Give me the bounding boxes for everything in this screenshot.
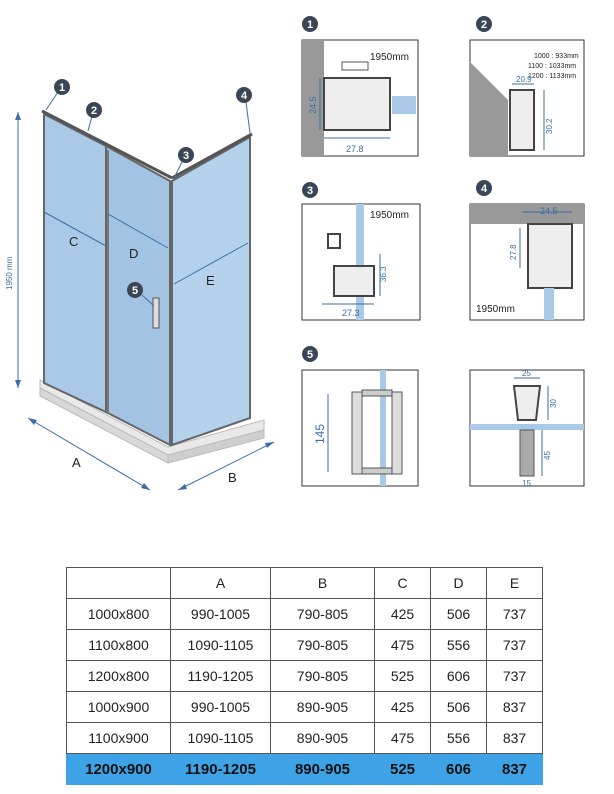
detail-6-dim-v1: 30: [549, 399, 558, 408]
detail-2-badge: 2: [481, 19, 487, 31]
detail-3-dim-v: 36.3: [379, 266, 388, 282]
table-cell: 1100x900: [66, 722, 171, 754]
table-cell: 1200x900: [66, 753, 171, 785]
detail-5-dim-v: 145: [313, 424, 327, 444]
table-header: C: [374, 567, 431, 599]
table-cell: 1090-1105: [170, 629, 271, 661]
table-row: 1100x800 1090-1105 790-805 475 556 737: [66, 629, 543, 661]
table-header: D: [430, 567, 487, 599]
detail-6-handle-knob: 25 30 45 15: [469, 369, 585, 488]
table-cell: 790-805: [270, 629, 375, 661]
table-row: 1200x800 1190-1205 790-805 525 606 737: [66, 660, 543, 692]
detail-3-corner-profile: 3 1950mm 36.3 27.3: [301, 182, 421, 321]
detail-5-handle-side: 5 145: [301, 346, 419, 487]
table-cell: 837: [486, 691, 543, 723]
detail-4-side-wall-profile: 4 24.5 27.8 1950mm: [469, 180, 585, 321]
table-cell: 506: [430, 691, 487, 723]
table-row: 1000x900 990-1005 890-905 425 506 837: [66, 691, 543, 723]
detail-5-badge: 5: [307, 349, 313, 361]
detail-4-dim-v: 27.8: [509, 244, 518, 260]
dim-label-a: A: [72, 455, 81, 470]
dim-label-b: B: [228, 470, 237, 485]
detail-4-badge: 4: [481, 183, 488, 195]
dim-label-c: C: [69, 234, 78, 249]
table-cell: 790-805: [270, 660, 375, 692]
callout-3: 3: [183, 150, 189, 162]
size-table: A B C D E 1000x800 990-1005 790-805 425 …: [66, 567, 543, 785]
detail-2-size-3: 1200 : 1133mm: [528, 73, 576, 80]
table-cell: 425: [374, 598, 431, 630]
detail-1-badge: 1: [307, 19, 313, 31]
table-header: B: [270, 567, 375, 599]
table-cell: 790-805: [270, 598, 375, 630]
detail-3-height-label: 1950mm: [370, 210, 409, 221]
table-cell: 525: [374, 753, 431, 785]
detail-1-dim-v: 24.5: [308, 96, 318, 114]
detail-4-dim-h: 24.5: [540, 206, 558, 216]
shower-enclosure-diagram: 1950 mm A B C D E 1 2 3 4 5: [5, 79, 275, 491]
table-cell: 990-1005: [170, 598, 271, 630]
dim-label-d: D: [129, 246, 138, 261]
table-cell: 475: [374, 629, 431, 661]
callout-4: 4: [241, 90, 248, 102]
table-header-row: A B C D E: [66, 567, 543, 599]
table-header: E: [486, 567, 543, 599]
fixed-glass-panel-left: [43, 112, 107, 414]
table-cell: 737: [486, 598, 543, 630]
table-header: A: [170, 567, 271, 599]
table-cell: 1200x800: [66, 660, 171, 692]
table-cell: 737: [486, 660, 543, 692]
table-header: [66, 567, 171, 599]
table-cell: 990-1005: [170, 691, 271, 723]
table-cell: 837: [486, 722, 543, 754]
table-row: 1100x900 1090-1105 890-905 475 556 837: [66, 722, 543, 754]
table-cell: 556: [430, 722, 487, 754]
table-cell: 1000x900: [66, 691, 171, 723]
table-cell: 506: [430, 598, 487, 630]
detail-2-size-1: 1000 : 933mm: [534, 53, 579, 60]
detail-1-wall-profile: 1 1950mm 24.5 27.8: [301, 16, 419, 157]
table-cell: 890-905: [270, 753, 375, 785]
table-cell: 606: [430, 660, 487, 692]
dim-label-e: E: [206, 273, 215, 288]
table-cell: 890-905: [270, 691, 375, 723]
table-cell: 556: [430, 629, 487, 661]
table-cell: 1000x800: [66, 598, 171, 630]
detail-3-dim-h: 27.3: [342, 308, 360, 318]
detail-2-size-2: 1100 : 1033mm: [528, 63, 576, 70]
detail-1-dim-h: 27.8: [346, 144, 364, 154]
detail-4-height-label: 1950mm: [476, 304, 515, 315]
table-cell: 890-905: [270, 722, 375, 754]
table-cell: 737: [486, 629, 543, 661]
table-cell: 837: [486, 753, 543, 785]
height-dimension-label: 1950 mm: [5, 256, 14, 290]
table-cell: 1190-1205: [170, 660, 271, 692]
size-table-container: A B C D E 1000x800 990-1005 790-805 425 …: [66, 567, 543, 785]
table-cell: 475: [374, 722, 431, 754]
detail-6-dim-top: 25: [522, 369, 531, 378]
callout-5: 5: [132, 285, 138, 297]
detail-6-dim-v2: 45: [543, 451, 552, 460]
detail-2-top-rail-profile: 2 1000 : 933mm 1100 : 1033mm 1200 : 1133…: [469, 16, 585, 157]
table-cell: 525: [374, 660, 431, 692]
table-cell: 1100x800: [66, 629, 171, 661]
detail-2-dim-h: 20.9: [516, 75, 532, 84]
side-glass-panel: [171, 135, 251, 447]
detail-3-badge: 3: [307, 185, 313, 197]
callout-2: 2: [91, 105, 97, 117]
callout-1: 1: [59, 82, 65, 94]
door-handle: [152, 297, 160, 329]
detail-2-dim-v: 30.2: [545, 118, 554, 134]
table-cell: 1190-1205: [170, 753, 271, 785]
detail-6-dim-bottom: 15: [522, 479, 531, 488]
table-cell: 1090-1105: [170, 722, 271, 754]
table-row: 1000x800 990-1005 790-805 425 506 737: [66, 598, 543, 630]
table-cell: 425: [374, 691, 431, 723]
table-row-highlighted: 1200x900 1190-1205 890-905 525 606 837: [66, 753, 543, 785]
detail-1-height-label: 1950mm: [370, 52, 409, 63]
table-cell: 606: [430, 753, 487, 785]
